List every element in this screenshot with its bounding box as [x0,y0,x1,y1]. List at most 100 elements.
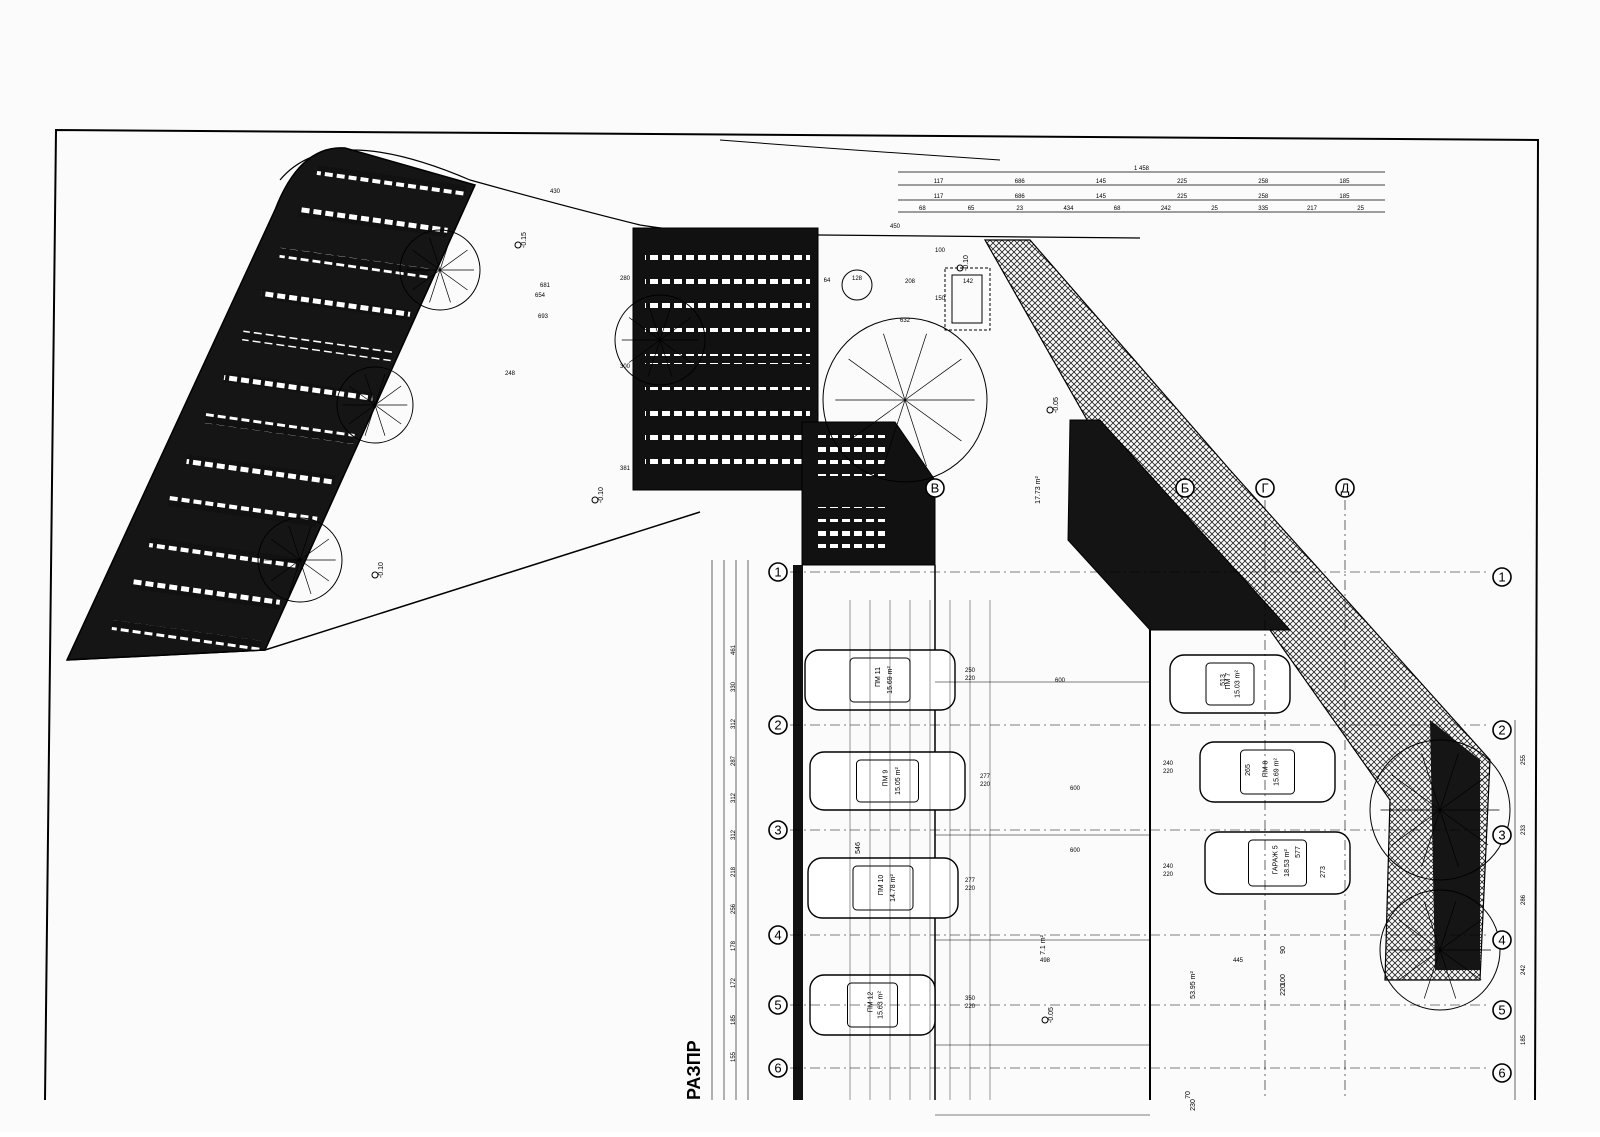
parking-slat [167,495,318,527]
axis-label: Д [1341,481,1350,496]
tree-branch [1439,919,1482,951]
tree-branch [904,358,962,401]
dimension-text: 217 [1307,206,1318,212]
dimension-text: 100 [935,248,946,254]
parking-slat [148,537,299,569]
dimension-text: 225 [1177,194,1188,200]
dimension-text: 256 [731,903,737,914]
tree-branch [883,333,906,401]
dimension-text: 250 [965,668,976,674]
dimension-text: 258 [1258,194,1269,200]
tree-branch [1391,774,1441,811]
axis-marker-row: 2 [768,715,788,735]
dimension-text: 25 [1211,206,1218,212]
misc-label: 230 [1190,1099,1197,1111]
tree-branch [270,559,301,582]
car-roof [856,759,919,803]
car-roof [1248,839,1307,887]
dimension-text: 208 [905,279,916,285]
misc-label: 7.1 m² [1040,934,1047,955]
parking-slat [645,354,810,364]
tree-branch [348,404,376,425]
dimension-text: 654 [535,293,546,299]
misc-label: 273 [1320,866,1327,878]
parking-slat [645,432,810,442]
parking-spot-name: ПМ 10 [878,875,885,896]
axis-circle [768,1058,788,1078]
manhole-circle [841,269,873,301]
tree-branch [364,374,376,406]
misc-label: 546 [855,842,862,854]
tree-branch [1421,809,1441,867]
tree-branch [429,269,441,303]
tree [1369,739,1511,881]
right-dark-pillar [1430,720,1480,970]
dimension-text: 185 [1339,194,1350,200]
axis-grid [770,500,1490,1116]
car-body [809,751,966,811]
tree-branch [374,404,386,436]
dimension-text: 681 [540,283,551,289]
axis-marker-row: 5 [1492,1000,1512,1020]
tree-branch [1439,949,1457,999]
axis-label: 6 [774,1061,781,1076]
dimension-text: 225 [1177,179,1188,185]
tree-branch [659,339,673,377]
axis-marker-row: 3 [768,820,788,840]
dimension-text: 220 [1163,872,1174,878]
dimension-text: 150 [935,296,946,302]
tree-branch [299,525,312,561]
parking-slat [316,164,467,196]
tree [336,366,414,444]
shelter-slat [815,460,885,466]
parking-spot-area: 15.63 m² [878,991,885,1019]
tree-branch [1423,949,1441,999]
tree-branch [299,538,330,561]
tree-branch [1439,809,1489,846]
axis-label: 4 [1498,933,1505,948]
misc-label: 100 [1280,974,1287,986]
axis-circle [1492,825,1512,845]
parking-slat [130,578,281,610]
trees-layer [257,229,1511,1011]
axis-circle [925,478,945,498]
tree-branch [270,538,301,561]
axis-label: 2 [1498,723,1505,738]
tree-branch [299,559,330,582]
car-body [807,857,959,919]
dimension-text: 255 [1521,754,1527,765]
tree-branch [659,303,673,341]
dimension-text: 312 [731,718,737,729]
dimension-text: 450 [890,224,901,230]
car-roof [852,865,914,911]
car-body [1204,831,1351,895]
tree-branch [1423,901,1441,951]
parking-spot-name: ГАРАЖ 5 [1273,845,1280,874]
dimension-text: 23 [1016,206,1023,212]
axis-marker-row: 4 [768,925,788,945]
dimension-text: 445 [1233,958,1244,964]
parking-spot-name: ПМ 8 [1263,761,1270,778]
tree-branch [439,237,451,271]
parking-slat [645,276,810,286]
level-text: -0.05 [1048,1007,1055,1023]
axis-marker-row: 2 [1492,720,1512,740]
axis-circle [768,925,788,945]
dimension-text: 300 [620,364,631,370]
dimension-text: 335 [1258,206,1269,212]
left-parking-area [65,147,477,661]
misc-label: 53.95 m² [1190,971,1197,999]
axis-marker-row: 5 [768,995,788,1015]
car-body [1169,654,1291,714]
tree [822,317,988,483]
parking-slat [645,380,810,390]
dimension-text: 218 [731,866,737,877]
left-wedge-outline [66,511,701,661]
tree-branch [412,269,441,291]
misc-label: 220 [1280,984,1287,996]
tree-crown [336,366,414,444]
car-roof [1205,662,1255,706]
